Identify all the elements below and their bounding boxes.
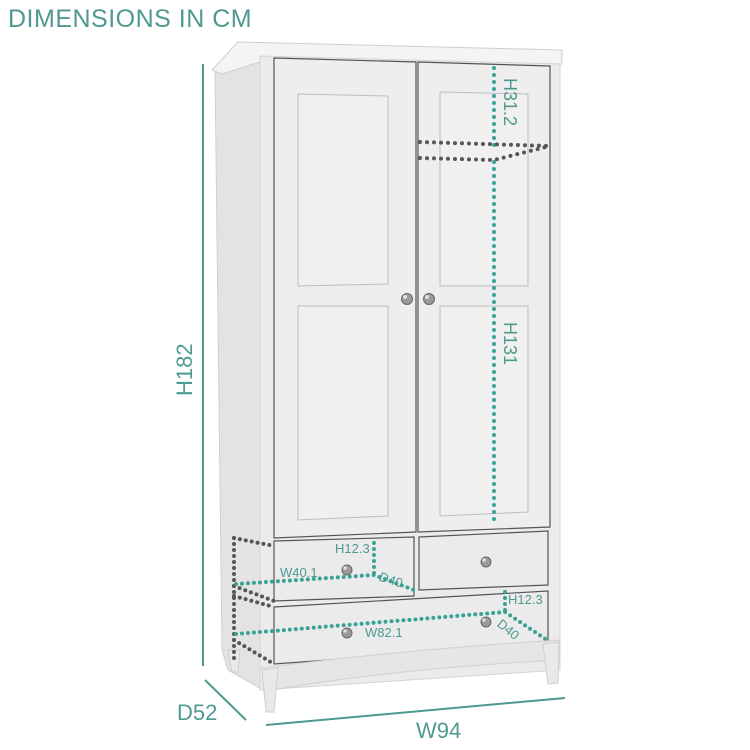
- overall-width-label: W94: [416, 718, 462, 743]
- right-door-upper-panel: [439, 91, 529, 287]
- small-drawer-width-label: W40.1: [280, 565, 318, 580]
- door-handle-right: [423, 293, 435, 305]
- base-apron: [261, 639, 561, 691]
- door-handle-left: [401, 293, 413, 305]
- drawer-handle-small-left: [341, 564, 353, 576]
- front-right-leg: [542, 641, 560, 685]
- small-drawer-height-label: H12.3: [335, 541, 370, 556]
- left-door-upper-panel: [297, 93, 389, 287]
- large-drawer-bottom-dots: [232, 638, 276, 666]
- upper-shelf-height-label: H31.2: [500, 78, 520, 127]
- shelf-front-dots: [418, 144, 552, 163]
- small-drawer-top-dots: [232, 536, 276, 548]
- small-drawer-bottom-dots: [232, 584, 276, 603]
- drawer-handle-large-right: [480, 616, 492, 628]
- page-title: DIMENSIONS IN CM: [8, 5, 253, 33]
- shelf-back-dots: [418, 140, 552, 148]
- top-cornice: [211, 41, 563, 75]
- front-left-leg: [261, 667, 279, 713]
- overall-height-label: H182: [172, 343, 197, 396]
- overall-depth-label: D52: [177, 700, 218, 725]
- left-door-lower-panel: [297, 305, 389, 521]
- right-door-lower-panel: [439, 305, 529, 517]
- back-left-leg: [227, 649, 241, 673]
- large-drawer-top-dots: [232, 594, 276, 609]
- large-drawer-width-label: W82.1: [365, 625, 403, 640]
- hanging-height-label: H131: [500, 322, 520, 366]
- large-drawer-height-label: H12.3: [508, 592, 543, 607]
- depth-line: [204, 679, 247, 721]
- drawer-handle-small-right: [480, 556, 492, 568]
- width-line: [265, 697, 566, 726]
- drawer-handle-large-left: [341, 627, 353, 639]
